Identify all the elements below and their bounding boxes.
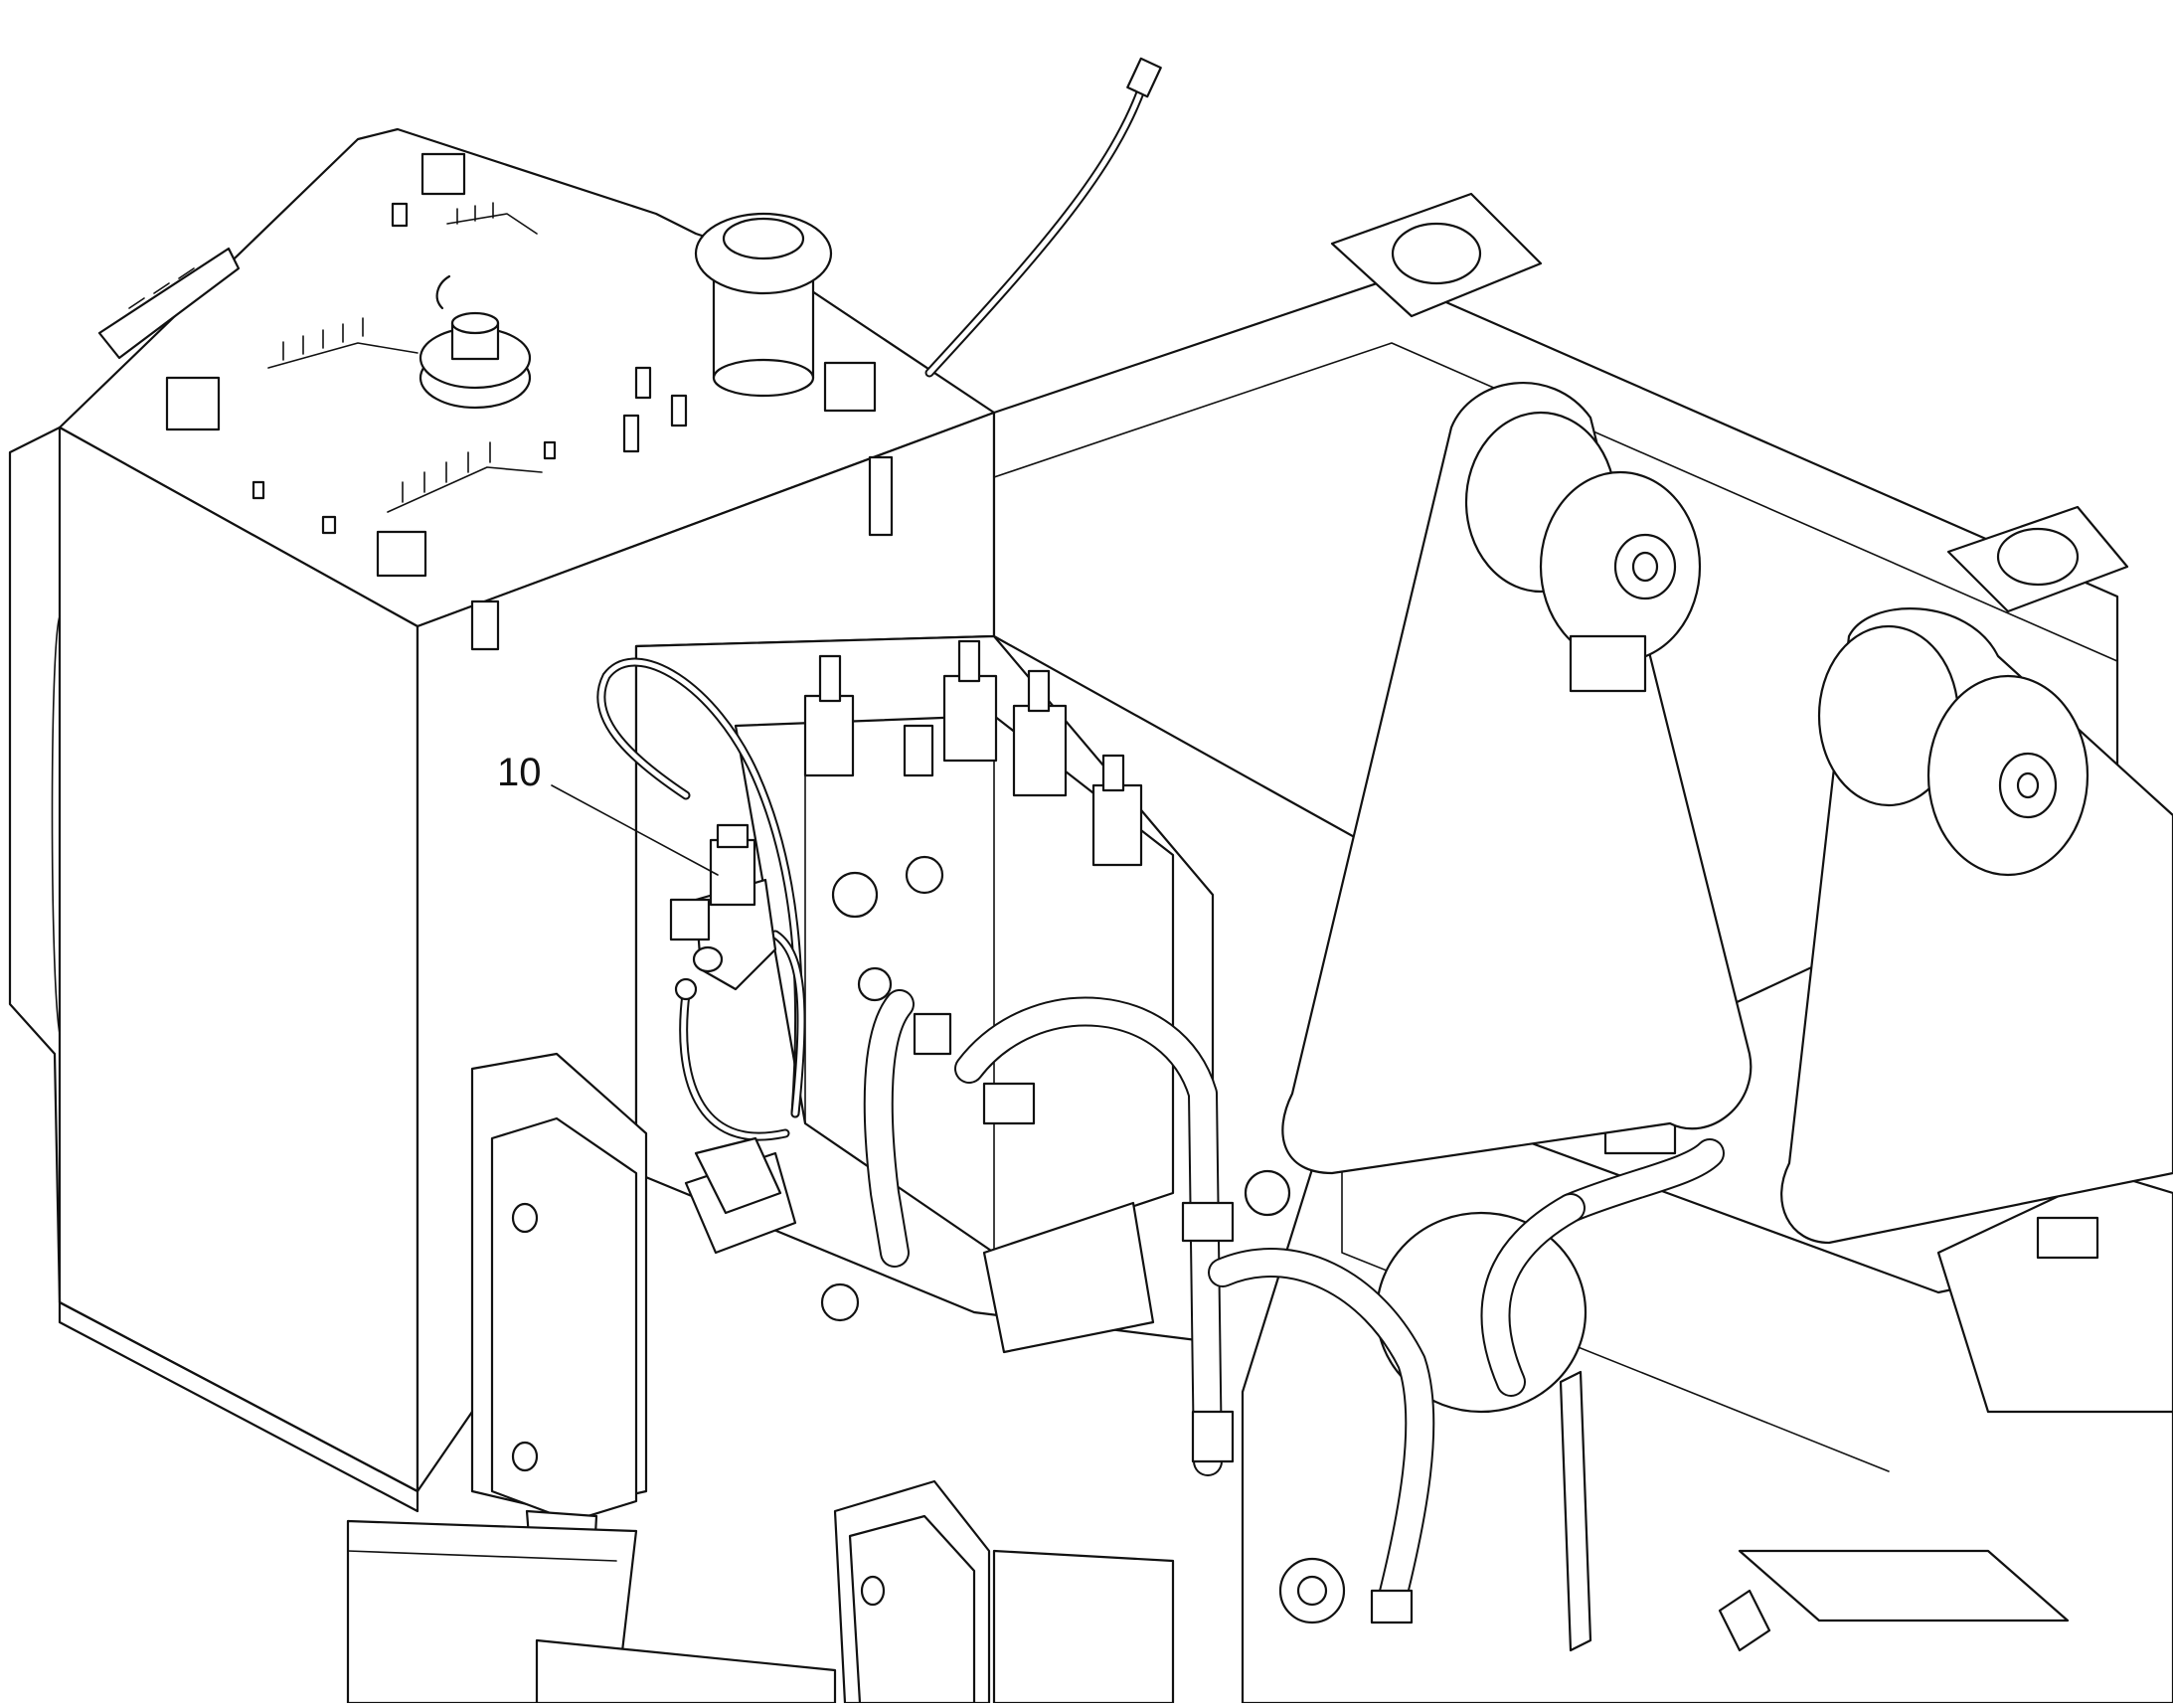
pilot-hose bbox=[924, 57, 1162, 378]
boom-pivot-left bbox=[1281, 382, 1753, 1175]
bottom-right-bracket bbox=[1559, 1370, 1771, 1652]
front-center-pillar bbox=[535, 1136, 1175, 1705]
valve-spools bbox=[803, 639, 1143, 867]
main-pipes bbox=[863, 989, 1725, 1624]
tank-sensor-icon bbox=[418, 274, 532, 410]
callout-10-leader bbox=[551, 784, 719, 876]
solenoid-valve-assembly bbox=[596, 657, 806, 1141]
callout-10-label: 10 bbox=[497, 751, 542, 794]
boom-pivot-right bbox=[1780, 607, 2173, 1245]
filler-cap-icon bbox=[694, 212, 833, 398]
valve-compartment bbox=[634, 634, 1215, 1354]
